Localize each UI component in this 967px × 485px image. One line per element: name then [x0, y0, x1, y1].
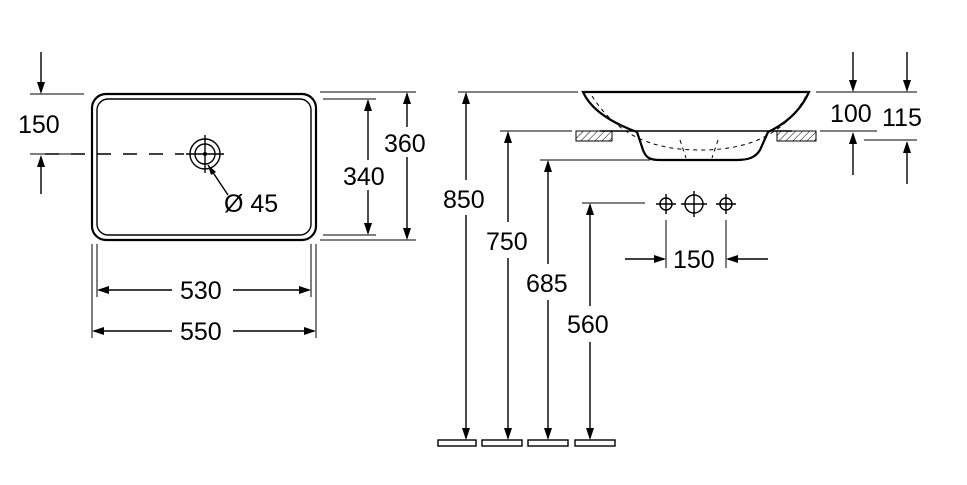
worktop-height-arrow-top [504, 131, 512, 143]
outer-width-arrow-left [92, 327, 104, 335]
tap-spacing-arrow-left [654, 255, 666, 263]
tap-hole [189, 138, 221, 170]
inner-height-arrow-bottom [364, 223, 372, 235]
tap-spacing-arrow-right [726, 255, 738, 263]
bowl-depth-label: 100 [830, 100, 872, 128]
waste-hidden-lines [679, 139, 719, 159]
tap-hole-center [203, 152, 207, 156]
side-view: 850 750 685 560 [437, 52, 922, 447]
tap-hole-diameter-label: Ø 45 [224, 190, 278, 218]
bowl-height-arrow-top [903, 80, 911, 92]
floor-block-4 [574, 439, 616, 447]
bowl-height-arrow-bottom [903, 141, 911, 153]
worktop-height-label: 750 [486, 228, 528, 256]
outer-height-arrow-bottom [403, 228, 411, 240]
tap-offset-arrowhead-top [37, 82, 45, 94]
outer-height-arrow-top [403, 92, 411, 104]
inner-height-label: 340 [343, 163, 385, 191]
tap-spacing-label: 150 [673, 246, 715, 274]
rim-height-arrow-bottom [462, 428, 470, 440]
worktop-height-arrow-bottom [504, 428, 512, 440]
rim-height-arrow-top [462, 92, 470, 104]
floor-block-2 [481, 439, 523, 447]
tap-hole-leader-arrow [208, 165, 216, 175]
outer-height-label: 360 [384, 130, 426, 158]
inner-width-arrow-right [299, 286, 311, 294]
tap-height-label: 560 [567, 311, 609, 339]
basin-inner-outline [96, 98, 312, 236]
tap-height-arrow-bottom [586, 428, 594, 440]
bowl-depth-arrow-top [849, 80, 857, 92]
inner-width-label: 530 [180, 277, 222, 305]
floor-block-1 [437, 439, 477, 447]
inner-bowl-hidden-line [591, 95, 807, 151]
top-view: Ø 45 150 340 360 530 [18, 52, 426, 346]
inner-height-arrow-top [364, 99, 372, 111]
tap-holes-symbol [656, 191, 736, 217]
tap-offset-arrowhead-bottom [37, 155, 45, 167]
worktop-section-right [776, 130, 817, 142]
inner-width-arrow-left [97, 286, 109, 294]
bowl-depth-arrow-bottom [849, 132, 857, 144]
worktop-section-left [575, 130, 613, 142]
tap-hole-inner-ring [194, 143, 216, 165]
tap-offset-label: 150 [18, 111, 60, 139]
floor-block-3 [527, 439, 569, 447]
tap-height-arrow-top [586, 203, 594, 215]
bowl-height-label: 115 [882, 104, 922, 132]
rim-height-label: 850 [443, 186, 485, 214]
waste-height-label: 685 [526, 270, 568, 298]
waste-height-arrow-bottom [544, 428, 552, 440]
outer-width-label: 550 [180, 318, 222, 346]
waste-height-arrow-top [544, 160, 552, 172]
basin-outer-outline [90, 92, 318, 242]
basin-bowl-profile [581, 90, 811, 162]
outer-width-arrow-right [304, 327, 316, 335]
